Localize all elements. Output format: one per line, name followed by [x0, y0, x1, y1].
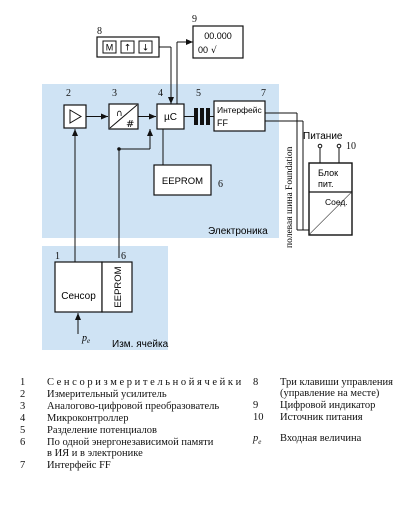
key-up[interactable]: ↑ — [120, 40, 135, 54]
adc-analog-icon: ∩ — [116, 109, 123, 119]
legend-num: 6 — [20, 437, 26, 448]
measuring-cell-label: Изм. ячейка — [112, 339, 169, 350]
legend-item-7: 7 Интерфейс FF — [20, 460, 241, 471]
legend-text: Источник питания — [280, 412, 363, 423]
display-bottom-value: 00 — [198, 45, 208, 55]
legend-item-pe: pe Входная величина — [253, 433, 393, 448]
ff-interface-block — [213, 100, 266, 132]
legend-num: 3 — [20, 401, 26, 412]
legend-item-1: 1 С е н с о р и з м е р и т е л ь н о й я… — [20, 377, 241, 388]
key-down[interactable]: ↓ — [138, 40, 153, 54]
legend-num: 10 — [253, 412, 264, 423]
adc-diagonal — [109, 104, 138, 129]
legend-num: 9 — [253, 400, 259, 411]
ff-interface-label: Интерфейс — [217, 105, 263, 115]
legend-item-8: 8 Три клавиши управления (управление на м… — [253, 377, 393, 399]
label-6-electronics: 6 — [218, 179, 223, 190]
legend-num: 1 — [20, 377, 26, 388]
power-supply-label-2: пит. — [318, 179, 334, 189]
legend-text: Измерительный усилитель — [47, 389, 167, 400]
label-1: 1 — [55, 251, 60, 262]
legend-item-3: 3 Аналогово-цифровой преобразователь — [20, 401, 241, 412]
legend-item-4: 4 Микроконтроллер — [20, 413, 241, 424]
junction-dot — [117, 147, 121, 151]
legend-num: 7 — [20, 460, 26, 471]
root-icon: √ — [211, 45, 217, 56]
key-up-label: ↑ — [124, 44, 132, 54]
amplifier-icon — [69, 109, 82, 124]
legend-num: 5 — [20, 425, 26, 436]
legend-left: 1 С е н с о р и з м е р и т е л ь н о й я… — [20, 377, 241, 472]
label-5: 5 — [196, 88, 201, 99]
legend-item-10: 10 Источник питания — [253, 412, 393, 423]
label-4: 4 — [158, 88, 163, 99]
legend-text: Аналогово-цифровой преобразователь — [47, 401, 220, 412]
label-8: 8 — [97, 26, 102, 37]
legend-item-2: 2 Измерительный усилитель — [20, 389, 241, 400]
legend-text: Входная величина — [280, 433, 362, 444]
power-terminal-2-dot — [336, 143, 342, 149]
power-terminal-1-dot — [317, 143, 323, 149]
input-label-p: p — [81, 333, 87, 344]
legend-text: Микроконтроллер — [47, 413, 129, 424]
display-top-value: 00.000 — [204, 31, 232, 41]
label-9: 9 — [192, 14, 197, 25]
connector-shade — [310, 193, 351, 234]
eeprom-electronics-block — [153, 164, 212, 196]
legend-pe-symbol: p — [253, 433, 259, 444]
legend-pe-sub: e — [258, 438, 262, 447]
label-7: 7 — [261, 88, 266, 99]
legend-num: 2 — [20, 389, 26, 400]
connector-label: Соед. — [325, 197, 348, 207]
legend-right: 8 Три клавиши управления (управление на м… — [253, 377, 393, 449]
legend-text: Три клавиши управления (управление на ме… — [280, 377, 393, 399]
legend-text: Цифровой индикатор — [280, 400, 376, 411]
microcontroller-label: µC — [164, 112, 177, 123]
label-3: 3 — [112, 88, 117, 99]
ff-interface-label-2: FF — [217, 118, 228, 128]
power-label: Питание — [303, 131, 343, 142]
legend-text: С е н с о р и з м е р и т е л ь н о й я … — [47, 377, 242, 388]
eeprom-cell-label: EEPROM — [113, 266, 124, 307]
fieldbus-label: полевая шина Foundation — [285, 146, 295, 248]
sensor-label: Сенсор — [61, 291, 96, 302]
input-label-sub: e — [87, 337, 90, 345]
eeprom-cell-block — [101, 261, 133, 313]
power-supply-label-1: Блок — [318, 168, 338, 178]
legend-num: 4 — [20, 413, 26, 424]
legend-text: По одной энергонезависимой памяти в ИЯ и… — [47, 437, 214, 459]
input-label: pe — [81, 333, 90, 345]
key-down-label: ↓ — [142, 44, 150, 54]
legend-text: Разделение потенциалов — [47, 425, 157, 436]
legend-item-5: 5 Разделение потенциалов — [20, 425, 241, 436]
legend-num: 8 — [253, 377, 259, 388]
label-10: 10 — [346, 141, 356, 152]
adc-digital-icon: # — [126, 119, 134, 130]
key-m[interactable]: M — [102, 40, 117, 54]
digital-display — [192, 25, 244, 59]
eeprom-electronics-label: EEPROM — [162, 176, 203, 187]
isolation-symbol — [194, 108, 210, 125]
legend-num: pe — [253, 433, 280, 448]
label-2: 2 — [66, 88, 71, 99]
electronics-label: Электроника — [208, 226, 268, 237]
sensor-block — [54, 261, 103, 313]
label-6-cell: 6 — [121, 251, 126, 262]
legend-item-6: 6 По одной энергонезависимой памяти в ИЯ … — [20, 437, 241, 459]
legend-item-9: 9 Цифровой индикатор — [253, 400, 393, 411]
microcontroller-block — [156, 103, 185, 130]
key-m-label: M — [106, 43, 114, 53]
legend-text: Интерфейс FF — [47, 460, 111, 471]
